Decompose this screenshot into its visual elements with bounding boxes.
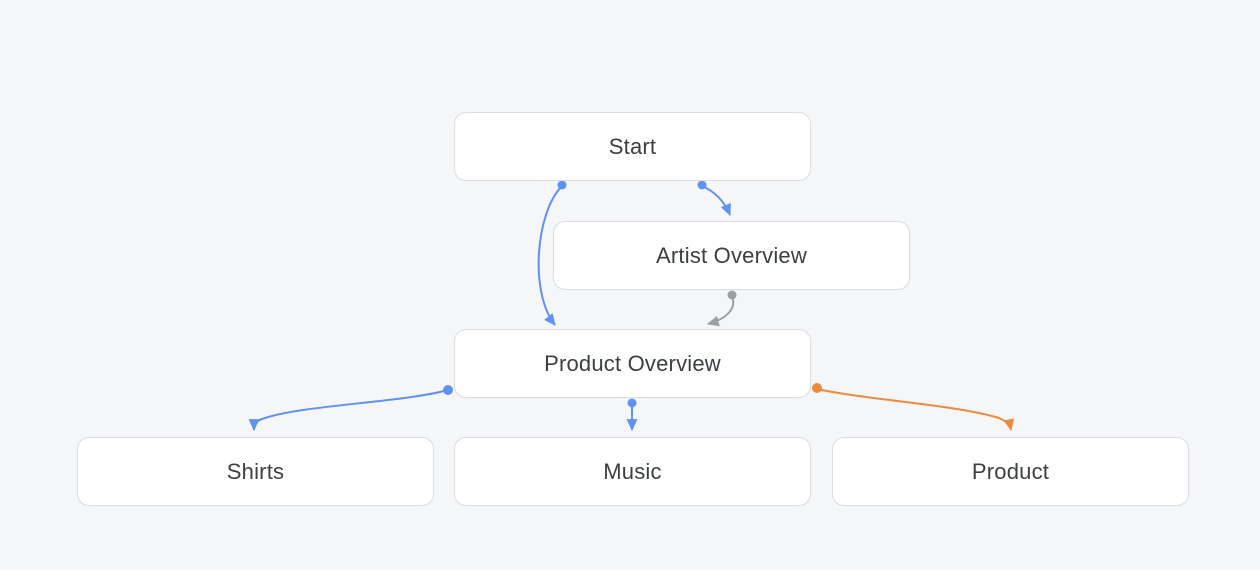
edge-source-dot[interactable] [627, 398, 637, 408]
edge-product-overview-to-music[interactable] [626, 398, 638, 432]
edge-start-to-product-overview[interactable] [537, 180, 567, 326]
edge-artist-overview-to-product-overview[interactable] [706, 290, 737, 327]
edge-start-to-artist-overview[interactable] [697, 180, 731, 216]
node-artist-overview[interactable]: Artist Overview [553, 221, 910, 290]
node-music[interactable]: Music [454, 437, 811, 506]
edge-path[interactable] [816, 388, 1015, 432]
node-product[interactable]: Product [832, 437, 1189, 506]
edge-path[interactable] [701, 185, 731, 216]
node-start[interactable]: Start [454, 112, 811, 181]
edge-path[interactable] [706, 295, 735, 327]
node-start-label: Start [608, 133, 657, 159]
node-shirts-label: Shirts [226, 458, 285, 484]
edge-source-dot[interactable] [443, 385, 453, 395]
edge-path[interactable] [537, 185, 563, 326]
edge-source-dot[interactable] [727, 290, 737, 300]
node-shirts[interactable]: Shirts [77, 437, 434, 506]
node-artist-overview-label: Artist Overview [656, 242, 807, 268]
node-product-label: Product [971, 458, 1050, 484]
edge-source-dot[interactable] [697, 180, 707, 190]
edge-product-overview-to-product[interactable] [812, 383, 1015, 432]
node-product-overview-label: Product Overview [544, 350, 721, 376]
node-product-overview[interactable]: Product Overview [454, 329, 811, 398]
edge-product-overview-to-shirts[interactable] [248, 385, 453, 432]
edge-source-dot[interactable] [557, 180, 567, 190]
node-music-label: Music [603, 458, 662, 484]
edge-path[interactable] [248, 389, 449, 432]
edge-source-dot[interactable] [812, 383, 822, 393]
